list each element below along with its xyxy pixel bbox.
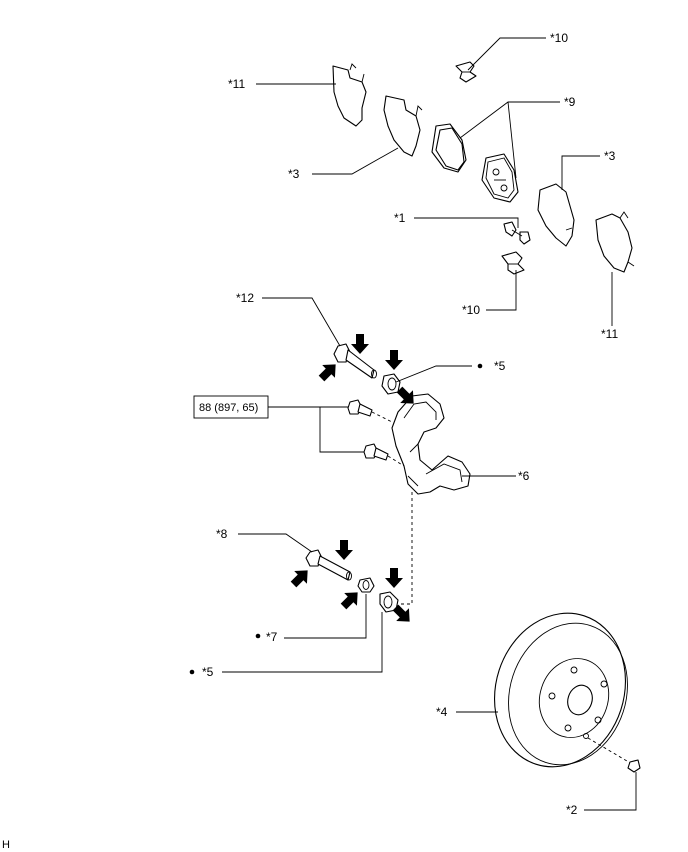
arrow-boot5lower-up (392, 604, 410, 622)
brake-pad-9-left (431, 123, 467, 173)
bushing-7 (357, 577, 375, 593)
new-part-dot-lower (189, 669, 195, 675)
label-12: *12 (236, 291, 254, 305)
leader-5-upper (395, 365, 472, 383)
arrow-pin8-down (335, 540, 353, 560)
label-6: *6 (518, 469, 530, 483)
label-9: *9 (564, 95, 576, 109)
leader-12 (262, 297, 341, 347)
arrow-bushing7 (340, 592, 358, 610)
leader-7 (284, 594, 367, 639)
new-part-dot-7 (255, 633, 261, 639)
axis-screw (587, 737, 633, 765)
arrow-boot5lower-down (385, 568, 403, 588)
arrow-pin12-down (351, 334, 369, 354)
boot-5-upper (381, 373, 401, 395)
shim-11-left (332, 63, 367, 127)
slide-pin-12 (333, 343, 377, 379)
wear-indicator (503, 221, 531, 245)
leader-3-right (561, 155, 600, 190)
pad-clip-bottom (501, 251, 525, 275)
label-11-right: *11 (601, 327, 618, 341)
slide-pin-8 (305, 549, 352, 581)
new-part-dot-upper (477, 363, 483, 369)
label-11-left: *11 (228, 77, 245, 91)
shim-3-left (383, 95, 423, 157)
leader-2 (584, 772, 637, 811)
leader-10-top (467, 37, 546, 71)
leader-torque (268, 406, 364, 453)
shim-3-right (537, 183, 575, 247)
label-1: *1 (394, 211, 406, 225)
caliper-bracket (391, 393, 471, 495)
leader-3-left (312, 147, 399, 175)
label-10-bottom: *10 (462, 303, 480, 317)
leader-1 (414, 217, 519, 228)
label-3-right: *3 (604, 149, 616, 163)
label-5-upper: *5 (494, 359, 506, 373)
leader-9 (459, 101, 560, 179)
torque-spec-box: 88 (897, 65) (193, 395, 269, 419)
arrow-boot5-up (396, 386, 414, 404)
label-7: *7 (266, 630, 278, 644)
label-3-left: *3 (288, 167, 300, 181)
arrow-boot5-down (385, 350, 403, 370)
brake-disc (493, 612, 628, 768)
arrow-pin8-up (290, 570, 308, 588)
leader-5-lower (222, 612, 383, 673)
torque-spec-text: 88 (897, 65) (199, 402, 258, 414)
brake-pad-9-right (481, 153, 519, 203)
leader-10-bottom (486, 270, 517, 311)
label-8: *8 (216, 527, 228, 541)
label-4: *4 (436, 705, 448, 719)
arrow-pin12-up (318, 364, 336, 382)
bracket-bolt-upper (347, 399, 373, 417)
shim-11-right (595, 211, 635, 273)
set-screw-2 (627, 759, 641, 773)
label-2: *2 (566, 803, 578, 817)
corner-mark: H (2, 839, 10, 851)
label-10-top: *10 (550, 31, 568, 45)
label-5-lower: *5 (202, 665, 214, 679)
axis-bracket-to-boot (400, 492, 413, 605)
bracket-bolt-lower (363, 443, 389, 461)
leader-8 (238, 533, 313, 553)
